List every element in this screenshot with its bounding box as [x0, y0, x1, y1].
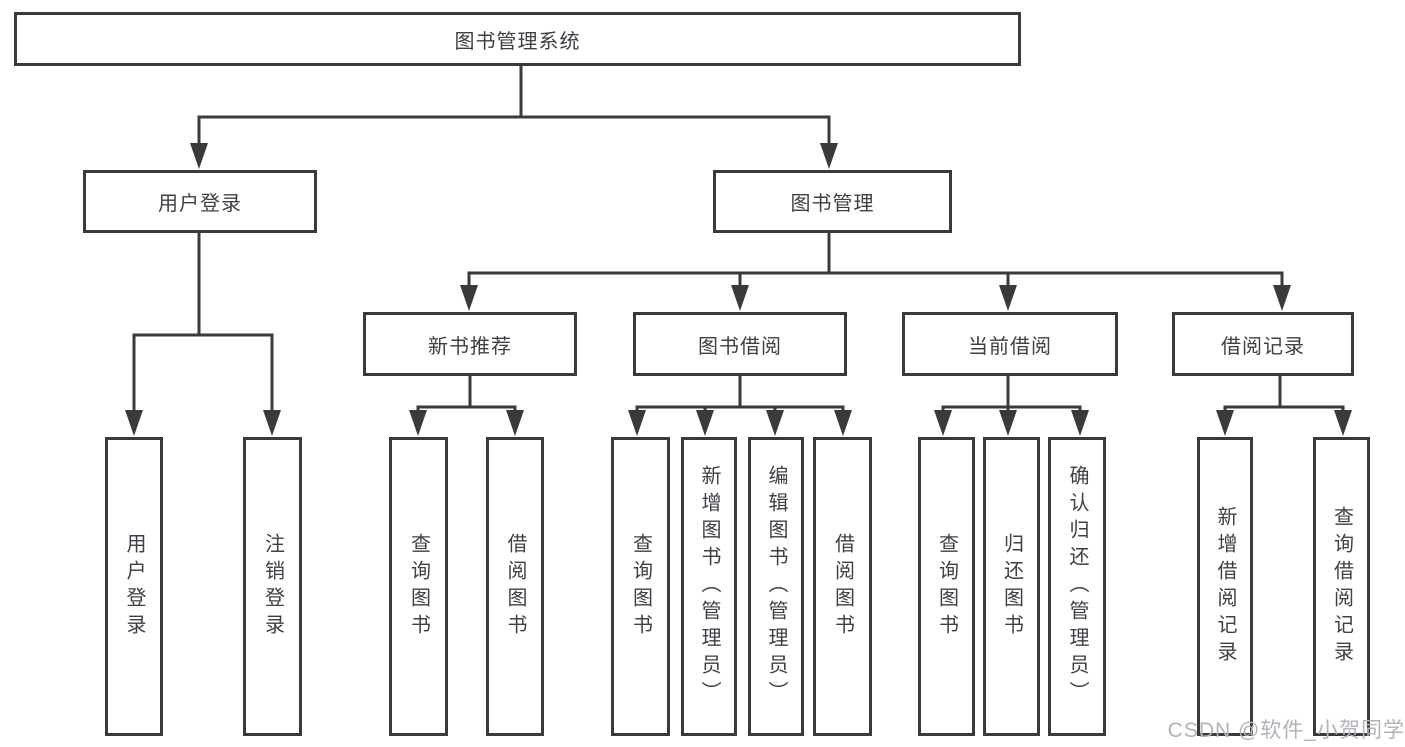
arrow-down-icon: [999, 410, 1017, 436]
arrow-down-icon: [1334, 410, 1352, 436]
csdn-watermark: CSDN @软件_小贺同学: [1167, 719, 1405, 742]
arrow-down-icon: [263, 410, 281, 436]
arrow-down-icon: [766, 410, 784, 436]
arrow-down-icon: [1071, 410, 1089, 436]
leaf-logout: 注销登录: [243, 437, 302, 736]
arrow-down-icon: [628, 410, 646, 436]
leaf-query-borrow-record: 查询借阅记录: [1313, 437, 1370, 736]
leaf-borrow-books-recommend: 借阅图书: [486, 437, 544, 736]
leaf-label: 查询图书: [629, 532, 652, 641]
leaf-query-books-recommend: 查询图书: [389, 437, 448, 736]
arrow-down-icon: [460, 285, 478, 311]
leaf-label: 编辑图书（管理员）: [765, 465, 787, 708]
leaf-user-login: 用户登录: [105, 437, 163, 736]
arrow-down-icon: [506, 410, 524, 436]
node-label: 用户登录: [158, 193, 242, 215]
node-root-system: 图书管理系统: [14, 12, 1021, 66]
leaf-label: 查询图书: [935, 532, 958, 641]
node-label: 图书管理系统: [454, 30, 581, 53]
node-borrowing-records: 借阅记录: [1172, 312, 1354, 376]
node-user-login: 用户登录: [83, 170, 317, 233]
leaf-label: 借阅图书: [504, 532, 526, 641]
connector-login-split: [132, 333, 274, 414]
arrow-down-icon: [125, 410, 143, 436]
leaf-label: 归还图书: [1000, 532, 1023, 641]
node-label: 当前借阅: [968, 335, 1052, 358]
connector-root-split: [197, 115, 831, 147]
node-label: 图书管理: [790, 193, 875, 215]
arrowhead-icons: [125, 143, 1352, 436]
leaf-label: 新增借阅记录: [1214, 505, 1236, 668]
leaf-add-books-admin: 新增图书（管理员）: [681, 437, 737, 736]
connector-l3a-split: [416, 405, 517, 414]
arrow-down-icon: [999, 285, 1017, 311]
leaf-edit-books-admin: 编辑图书（管理员）: [748, 437, 804, 736]
node-book-management: 图书管理: [713, 170, 952, 233]
leaf-add-borrow-record: 新增借阅记录: [1197, 437, 1253, 736]
leaf-label: 确认归还（管理员）: [1066, 465, 1088, 708]
connector-mgmt-split: [467, 271, 1284, 289]
leaf-confirm-return-admin: 确认归还（管理员）: [1048, 437, 1106, 736]
node-label: 图书借阅: [698, 335, 782, 358]
arrow-down-icon: [190, 143, 208, 169]
leaf-query-books-borrowing: 查询图书: [611, 437, 670, 736]
leaf-label: 查询借阅记录: [1330, 505, 1353, 668]
connector-l3d-split: [1223, 405, 1345, 414]
arrow-down-icon: [1216, 410, 1234, 436]
leaf-query-books-current: 查询图书: [918, 437, 975, 736]
arrow-down-icon: [1273, 285, 1291, 311]
node-new-book-recommendation: 新书推荐: [363, 312, 577, 376]
connector-l3b-split: [635, 405, 845, 414]
arrow-down-icon: [696, 410, 714, 436]
arrow-down-icon: [934, 410, 952, 436]
node-current-borrowing: 当前借阅: [902, 312, 1118, 376]
node-label: 借阅记录: [1221, 335, 1305, 358]
arrow-down-icon: [820, 143, 838, 169]
leaf-label: 借阅图书: [831, 532, 854, 641]
leaf-label: 查询图书: [407, 532, 430, 641]
leaf-borrow-books: 借阅图书: [813, 437, 872, 736]
leaf-return-books: 归还图书: [983, 437, 1040, 736]
node-label: 新书推荐: [428, 335, 512, 358]
arrow-down-icon: [731, 285, 749, 311]
leaf-label: 新增图书（管理员）: [698, 465, 720, 708]
node-book-borrowing: 图书借阅: [633, 312, 847, 376]
leaf-label: 用户登录: [123, 532, 145, 641]
arrow-down-icon: [409, 410, 427, 436]
arrow-down-icon: [834, 410, 852, 436]
leaf-label: 注销登录: [261, 532, 284, 641]
